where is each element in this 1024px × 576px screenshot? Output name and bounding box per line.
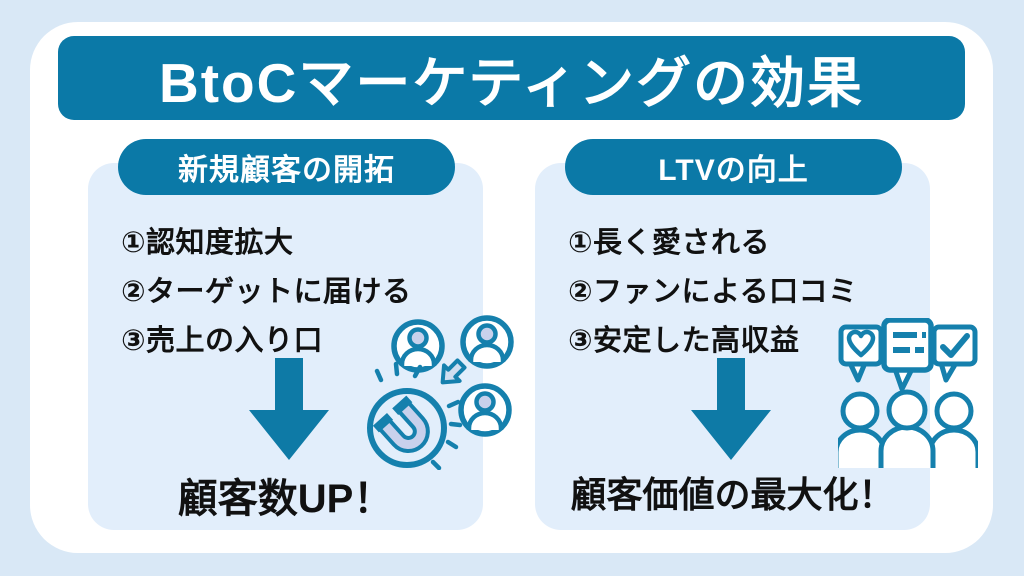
people-group-icon (838, 389, 978, 468)
page-title: BtoCマーケティングの効果 (58, 36, 965, 120)
down-arrow-icon (249, 358, 329, 460)
list-item: ③売上の入り口 (121, 325, 324, 357)
text-bubble-icon (881, 318, 934, 392)
heart-bubble-icon (838, 324, 884, 383)
attract-arrow-icon (440, 358, 467, 385)
card-ltv-header-text: LTVの向上 (658, 154, 809, 187)
card-new-customers-header-text: 新規顧客の開拓 (178, 154, 395, 187)
card-new-customers-list: ①認知度拡大 ②ターゲットに届ける ③売上の入り口 (121, 219, 412, 366)
word-of-mouth-fans-icon (838, 318, 978, 468)
page-title-text: BtoCマーケティングの効果 (159, 52, 864, 114)
magnet-icon (367, 361, 463, 470)
card-ltv-result: 顧客価値の最大化！ (570, 474, 895, 515)
down-arrow-icon (691, 358, 771, 460)
card-new-customers-header: 新規顧客の開拓 (118, 139, 455, 195)
user-icon (391, 319, 445, 373)
list-item: ①認知度拡大 (121, 227, 294, 259)
check-bubble-icon (931, 324, 978, 383)
user-icon (460, 315, 514, 369)
list-item: ①長く愛される (568, 227, 771, 259)
list-item: ③安定した高収益 (568, 325, 800, 357)
list-item: ②ファンによる口コミ (568, 276, 858, 308)
card-ltv-header: LTVの向上 (565, 139, 902, 195)
list-item: ②ターゲットに届ける (121, 276, 412, 308)
card-ltv-list: ①長く愛される ②ファンによる口コミ ③安定した高収益 (568, 219, 858, 366)
card-new-customers-result: 顧客数UP！ (177, 477, 394, 521)
magnet-attracting-customers-icon (367, 315, 514, 470)
spark-lines (374, 361, 463, 470)
user-icon (458, 383, 512, 437)
